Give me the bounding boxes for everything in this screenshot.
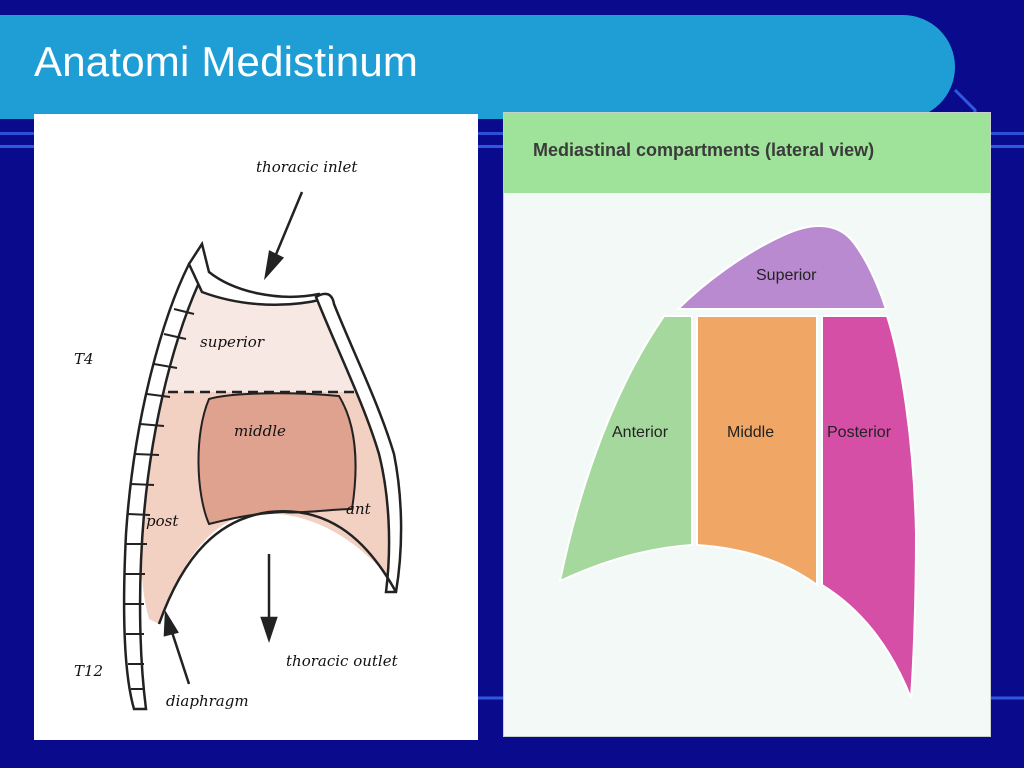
inlet-arrow [264, 191, 304, 281]
label-t4: T4 [74, 350, 94, 368]
superior-region [152, 284, 372, 392]
diaphragm-arrow [163, 609, 191, 685]
left-diagram-panel: thoracic inlet superior T4 middle post a… [34, 114, 478, 740]
compartment-middle [696, 315, 818, 587]
label-ant: ant [346, 500, 372, 518]
compartment-label-posterior: Posterior [827, 424, 892, 441]
mediastinum-sketch: thoracic inlet superior T4 middle post a… [74, 158, 403, 711]
label-thoracic-inlet: thoracic inlet [256, 158, 358, 176]
right-diagram-title: Mediastinal compartments (lateral view) [533, 140, 875, 160]
label-thoracic-outlet: thoracic outlet [286, 652, 399, 670]
diaphragm-curve [157, 509, 398, 625]
compartments-diagram: Superior Anterior Middle Posterior [558, 225, 918, 699]
title-bar [0, 15, 955, 119]
slide-title: Anatomi Medistinum [34, 38, 419, 85]
vertebra-ticks [125, 308, 195, 690]
outlet-arrow [260, 554, 278, 643]
compartment-superior [675, 225, 888, 310]
sternum-outline [314, 292, 403, 594]
label-diaphragm: diaphragm [166, 692, 249, 710]
label-superior: superior [200, 333, 265, 351]
thoracic-inlet-curve [187, 240, 327, 306]
compartment-label-anterior: Anterior [612, 424, 669, 441]
compartment-anterior [558, 315, 693, 583]
right-diagram-panel: Mediastinal compartments (lateral view) … [503, 112, 991, 737]
right-diagram-header: Mediastinal compartments (lateral view) [504, 113, 990, 193]
label-t12: T12 [74, 662, 103, 680]
compartment-label-superior: Superior [756, 267, 817, 284]
label-middle: middle [234, 422, 286, 440]
compartment-label-middle: Middle [727, 424, 774, 441]
label-post: post [146, 512, 179, 530]
middle-region [197, 392, 357, 526]
compartment-posterior [821, 315, 918, 699]
